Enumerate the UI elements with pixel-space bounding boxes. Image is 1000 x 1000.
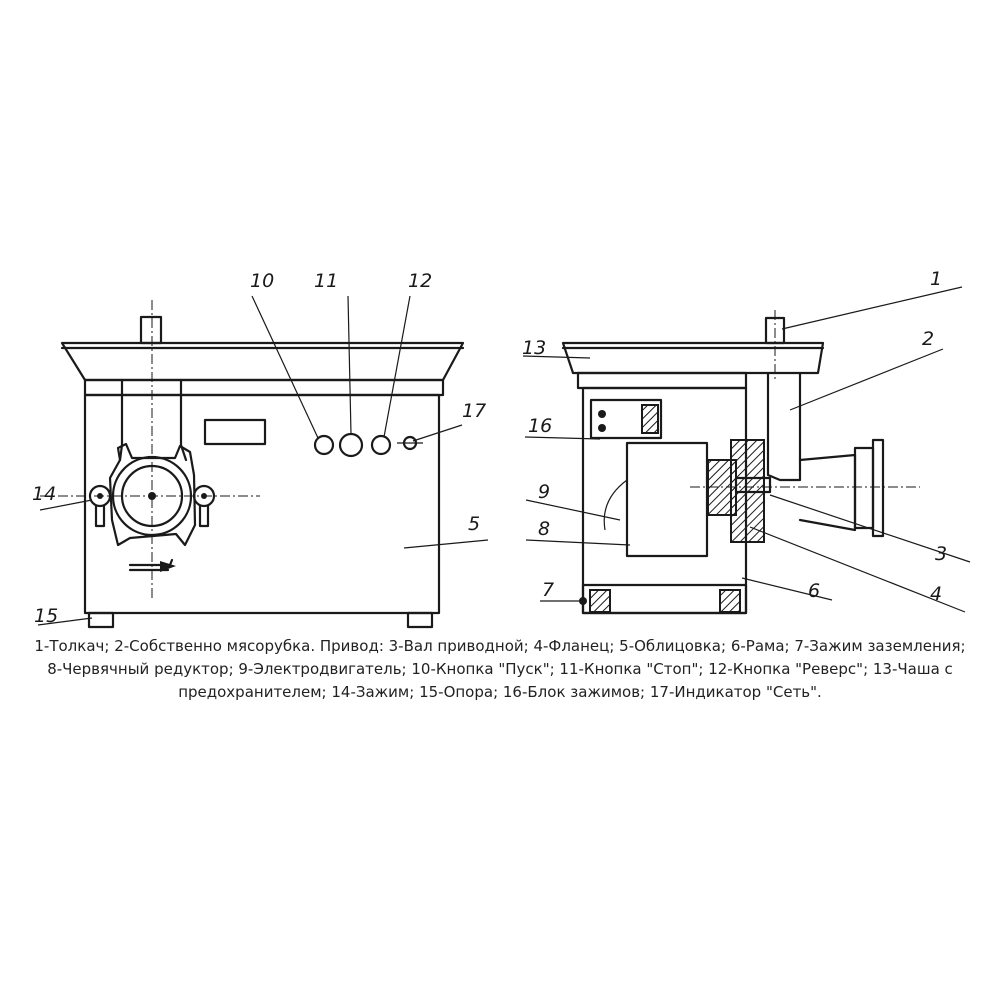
legend-caption: 1-Толкач; 2-Собственно мясорубка. Привод… bbox=[34, 637, 966, 701]
callout-labels: 1 2 3 4 5 6 7 8 9 10 11 12 13 14 15 16 1… bbox=[32, 268, 947, 627]
callout-13: 13 bbox=[522, 337, 546, 359]
callout-12: 12 bbox=[408, 270, 432, 292]
side-outlet-flange bbox=[853, 446, 875, 530]
callout-15: 15 bbox=[34, 605, 58, 627]
electric-motor bbox=[625, 441, 709, 558]
drive-shaft bbox=[734, 476, 772, 494]
meat-grinder-drawing: 1 2 3 4 5 6 7 8 9 10 11 12 13 14 15 16 1… bbox=[32, 268, 971, 629]
callout-9: 9 bbox=[538, 481, 550, 503]
front-view bbox=[40, 300, 465, 629]
front-cladding bbox=[83, 393, 441, 615]
reverse-button-icon bbox=[370, 434, 392, 456]
front-grinder-neck bbox=[118, 378, 188, 462]
terminal-block bbox=[589, 398, 663, 440]
side-band bbox=[576, 371, 748, 390]
callout-2: 2 bbox=[922, 328, 934, 350]
front-clamp-right bbox=[192, 484, 216, 508]
side-grinder-body bbox=[766, 371, 802, 482]
front-pusher bbox=[139, 315, 163, 345]
callout-8: 8 bbox=[538, 518, 550, 540]
stop-button-icon bbox=[338, 432, 364, 458]
front-leaders bbox=[37, 295, 489, 626]
callout-6: 6 bbox=[808, 580, 820, 602]
callout-3: 3 bbox=[935, 543, 947, 565]
side-leaders bbox=[522, 286, 971, 613]
ground-clamp bbox=[579, 597, 587, 605]
callout-16: 16 bbox=[528, 415, 552, 437]
callout-11: 11 bbox=[314, 270, 338, 292]
callout-17: 17 bbox=[462, 400, 486, 422]
start-button-icon bbox=[313, 434, 335, 456]
callout-1: 1 bbox=[930, 268, 942, 290]
side-view bbox=[561, 310, 920, 615]
front-foot-right bbox=[406, 611, 434, 629]
front-band bbox=[83, 378, 445, 397]
callout-4: 4 bbox=[930, 583, 942, 605]
callout-5: 5 bbox=[468, 513, 480, 535]
callout-7: 7 bbox=[542, 579, 554, 601]
callout-14: 14 bbox=[32, 483, 56, 505]
front-nameplate bbox=[203, 418, 267, 446]
callout-10: 10 bbox=[250, 270, 274, 292]
side-bowl bbox=[561, 341, 825, 375]
front-foot-left bbox=[87, 611, 115, 629]
